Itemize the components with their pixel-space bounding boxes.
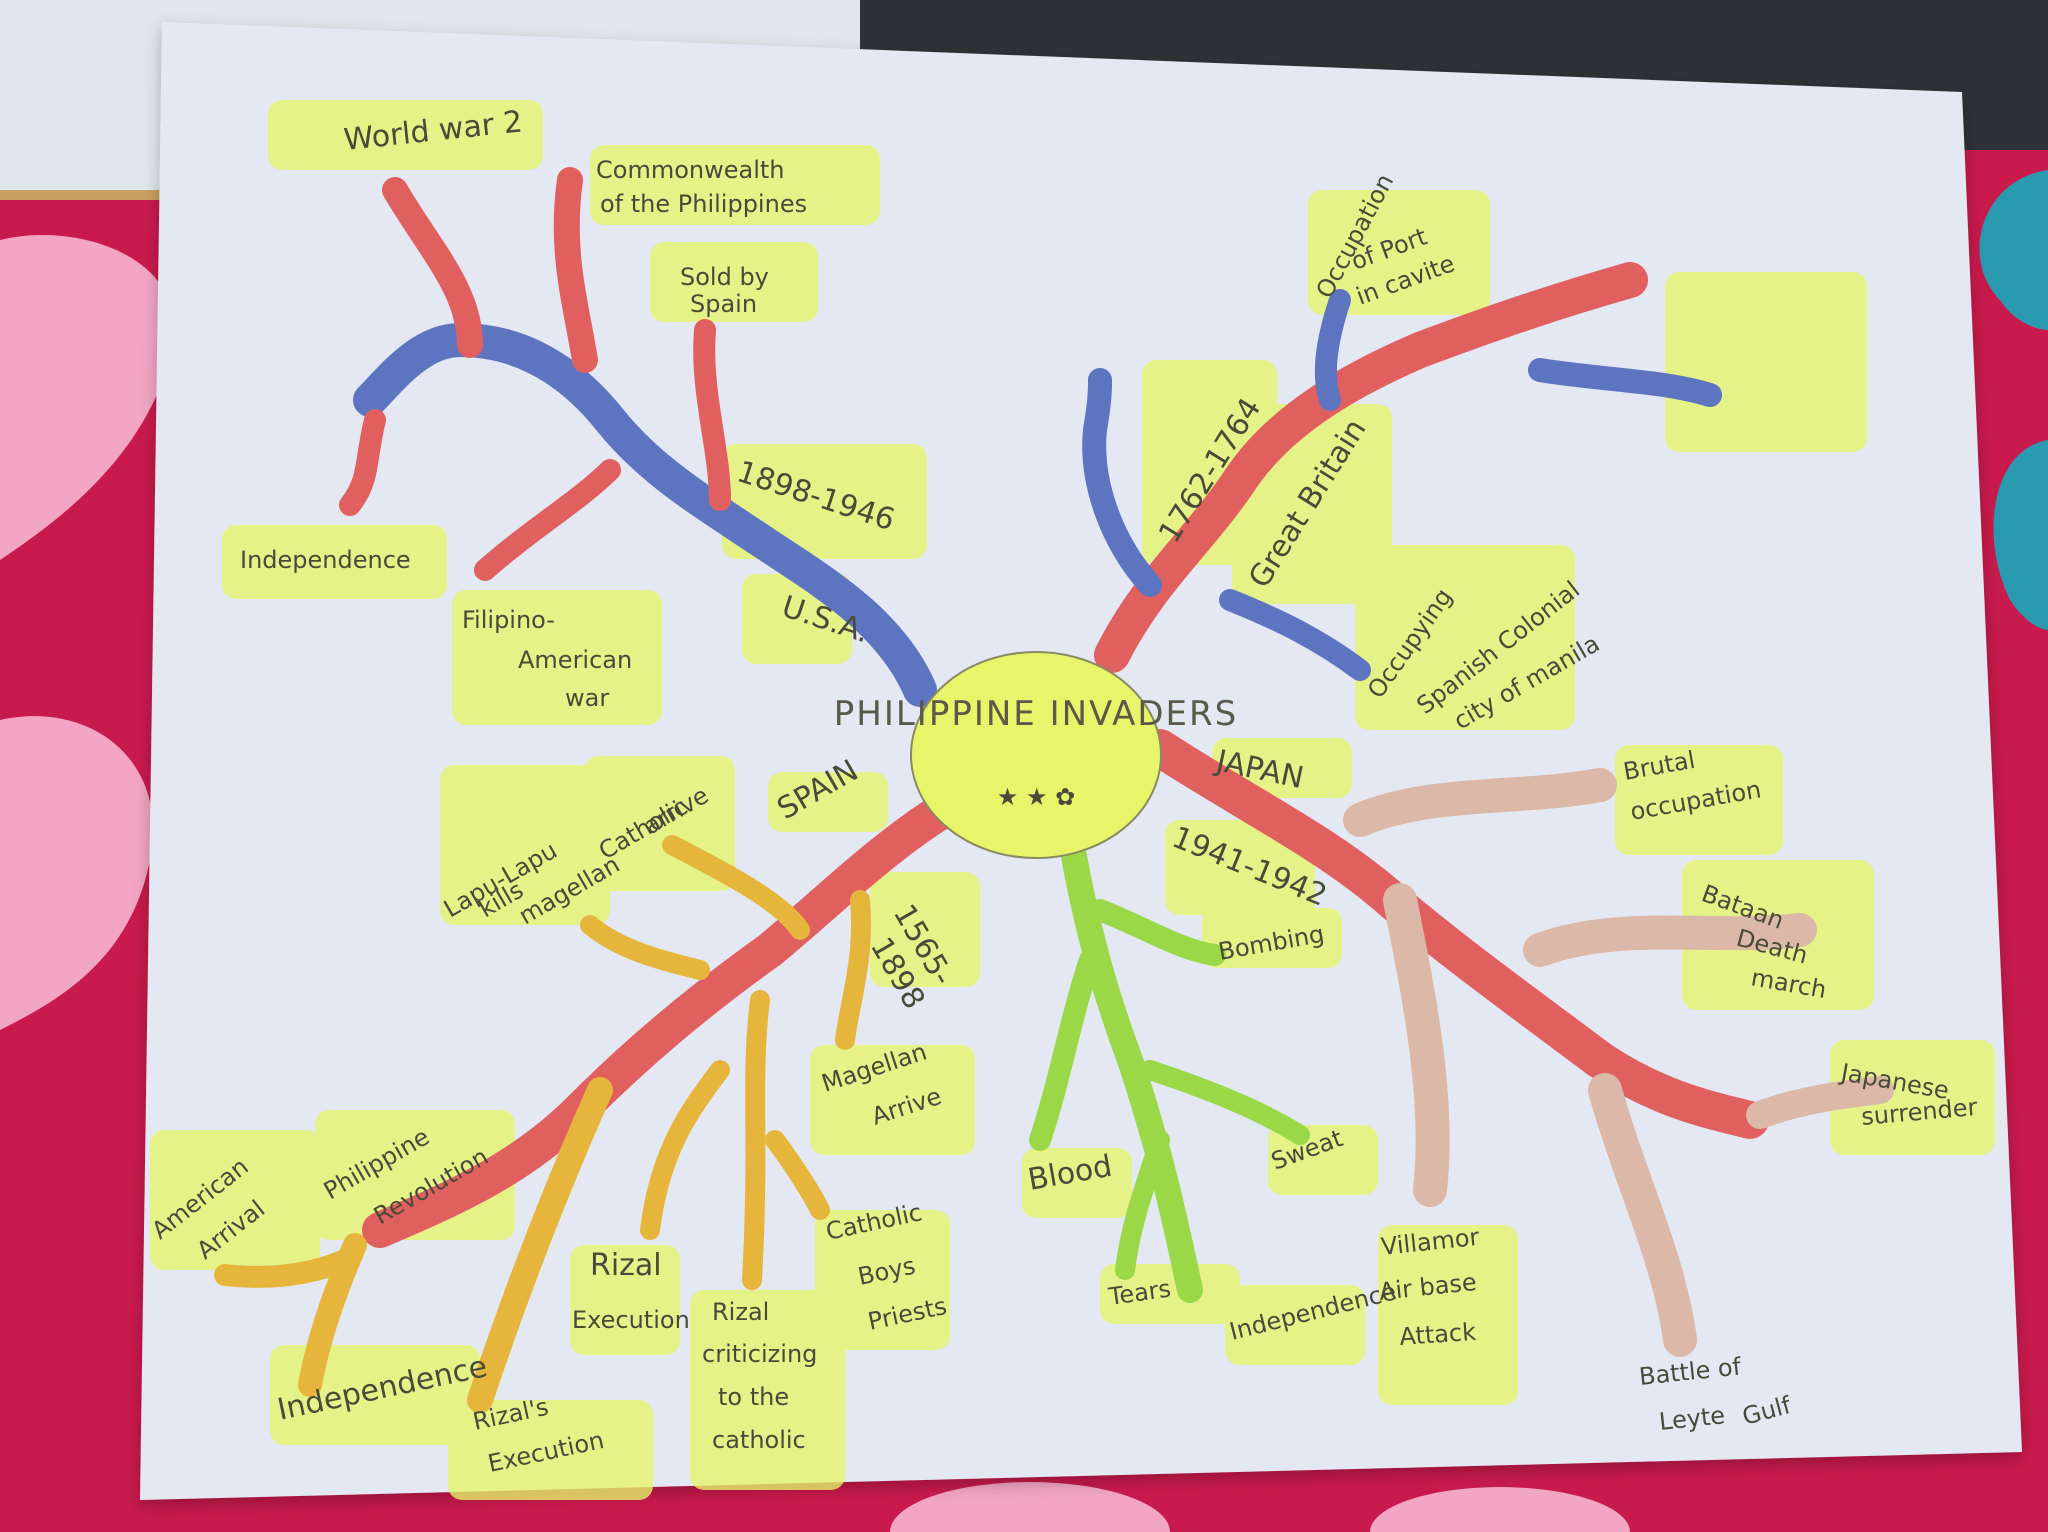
battles-branch	[1029, 807, 1310, 1303]
pink-flower-bottom-right	[1370, 1487, 1630, 1532]
highlighter-patches	[150, 100, 1995, 1500]
usa-topic-commonwealth: Commonwealth	[596, 156, 784, 184]
usa-topic-sold-by: Sold by	[680, 263, 769, 291]
japan-sub-surrender	[1746, 1076, 1894, 1129]
spain-sub-lapulapu	[580, 915, 710, 980]
central-title-line1: PHILIPPINE INVADERS	[834, 694, 1239, 734]
spain-topic-to-the: to the	[718, 1383, 789, 1411]
usa-main-trunk	[353, 322, 937, 707]
japan-sub-leyte	[1588, 1073, 1697, 1357]
spain-sub-catholic-boys	[765, 1130, 830, 1220]
usa-topic-war: war	[565, 684, 609, 712]
japan-sub-bataan	[1523, 913, 1817, 967]
spain-topic-catholic-2: catholic	[712, 1426, 806, 1454]
central-stars: ★ ★ ✿	[997, 783, 1075, 811]
spain-topic-execution-1: Execution	[572, 1306, 690, 1334]
usa-branch	[339, 167, 937, 707]
battles-sub-bombing	[1089, 899, 1226, 966]
japan-sub-brutal	[1343, 768, 1617, 837]
usa-sub-war	[474, 459, 621, 581]
usa-topic-philippines: of the Philippines	[600, 190, 807, 218]
battles-sub-blood	[1029, 949, 1101, 1151]
spain-sub-rizals-execution	[467, 1077, 613, 1413]
spain-topic-criticizing: criticizing	[702, 1340, 817, 1368]
usa-topic-filipino: Filipino-	[462, 606, 555, 634]
japan-main-trunk	[1141, 729, 1769, 1139]
spain-sub-catholic	[662, 835, 810, 940]
usa-topic-american: American	[518, 646, 632, 674]
japan-branch	[1141, 729, 1894, 1357]
spain-sub-magellan	[835, 890, 871, 1050]
usa-topic-independence: Independence	[240, 546, 411, 574]
usa-sub-worldwar	[382, 177, 483, 358]
teal-flower-right-lower	[1993, 440, 2048, 630]
usa-sub-commonwealth	[553, 167, 598, 373]
gb-main-trunk	[1094, 262, 1648, 673]
central-node	[910, 651, 1162, 859]
battles-sub-sweat	[1140, 1060, 1310, 1145]
great-britain-branch	[1082, 262, 1722, 681]
spain-sub-rizal-execution	[640, 1060, 730, 1240]
spain-main-trunk	[362, 794, 958, 1248]
wooden-rail	[0, 190, 180, 200]
pink-flower-bottom	[890, 1482, 1170, 1532]
usa-sub-independence	[339, 409, 386, 516]
battles-sub-tears	[1115, 1130, 1170, 1280]
spain-sub-rizal-criticizing	[742, 990, 770, 1290]
spain-topic-rizal-2: Rizal	[712, 1298, 769, 1326]
gb-sub-left	[1082, 368, 1162, 597]
battles-main-trunk	[1055, 807, 1203, 1303]
pink-flower-left	[0, 235, 175, 560]
japan-topic-leyte: Leyte	[1658, 1401, 1727, 1436]
usa-sub-sold	[693, 319, 731, 511]
teal-flower-right	[1979, 170, 2048, 330]
japan-sub-villamor	[1383, 883, 1450, 1207]
usa-topic-spain: Spain	[690, 290, 757, 318]
gb-sub-city	[1219, 589, 1371, 681]
gb-sub-port	[1314, 289, 1351, 411]
japan-topic-attack: Attack	[1398, 1318, 1476, 1351]
pink-flower-left-lower	[0, 716, 154, 1030]
spain-sub-american-arrival	[214, 1249, 356, 1288]
spain-topic-rizal-1: Rizal	[590, 1248, 662, 1283]
spain-branch	[214, 794, 958, 1413]
gb-sub-top-right	[1528, 358, 1722, 407]
